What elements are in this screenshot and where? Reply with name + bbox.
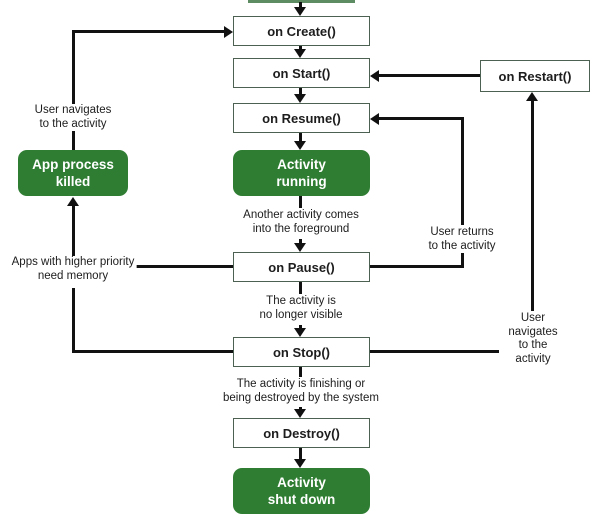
edge-start-resume-line	[299, 88, 302, 95]
edge-priority-killed-line	[72, 206, 75, 256]
node-on-destroy: on Destroy()	[233, 418, 370, 448]
arrowhead-into-pause	[294, 243, 306, 252]
node-activity-running: Activity running	[233, 150, 370, 196]
activity-launched-box-cropped	[248, 0, 355, 3]
edge-destroy-shutdown-line	[299, 448, 302, 460]
caption-activity-finishing: The activity is finishing or being destr…	[221, 378, 381, 405]
arrowhead-into-resume-right	[370, 112, 379, 125]
edge-pause-stop-line-bottom	[299, 325, 302, 329]
arrowhead-into-start	[294, 49, 306, 58]
node-activity-shut-down: Activity shut down	[233, 468, 370, 514]
caption-user-returns: User returns to the activity	[426, 226, 498, 253]
arrowhead-into-create	[294, 7, 306, 16]
arrowhead-into-create-left	[224, 25, 233, 38]
edge-killed-create-vline	[72, 30, 75, 104]
node-app-process-killed: App process killed	[18, 150, 128, 196]
edge-caption-to-killed-line	[72, 131, 75, 150]
caption-activity-no-longer-visible: The activity is no longer visible	[257, 295, 345, 322]
caption-user-navigates-right: User navigates to the activity	[499, 312, 567, 366]
edge-stop-destroy-line-top	[299, 367, 302, 377]
edge-create-start-line	[299, 46, 302, 51]
node-on-pause: on Pause()	[233, 252, 370, 282]
edge-restart-start-hline	[379, 74, 480, 77]
edge-pause-right-hline	[370, 265, 464, 268]
node-on-create: on Create()	[233, 16, 370, 46]
edge-stop-destroy-line-bottom	[299, 407, 302, 410]
arrowhead-into-resume	[294, 94, 306, 103]
edge-pause-stop-line-top	[299, 282, 302, 294]
edge-launch-create-line	[299, 2, 302, 8]
edge-running-pause-line-bottom	[299, 239, 302, 244]
edge-outer-vline-top	[531, 101, 534, 311]
caption-apps-higher-priority: Apps with higher priority need memory	[9, 256, 137, 283]
caption-user-navigates-left: User navigates to the activity	[32, 104, 114, 131]
node-on-restart: on Restart()	[480, 60, 590, 92]
arrowhead-into-start-right	[370, 69, 379, 82]
edge-stop-priority-vline	[72, 288, 75, 353]
edge-resume-running-line	[299, 133, 302, 142]
node-on-stop: on Stop()	[233, 337, 370, 367]
edge-stop-right-hline	[370, 350, 534, 353]
node-on-start: on Start()	[233, 58, 370, 88]
arrowhead-into-destroy	[294, 409, 306, 418]
edge-return-vline-bottom	[461, 252, 464, 268]
edge-killed-create-hline	[72, 30, 225, 33]
arrowhead-into-stop	[294, 328, 306, 337]
edge-running-pause-line-top	[299, 196, 302, 208]
arrowhead-into-running	[294, 141, 306, 150]
caption-another-activity-foreground: Another activity comes into the foregrou…	[241, 209, 361, 236]
arrowhead-into-restart	[526, 92, 538, 101]
arrowhead-into-shutdown	[294, 459, 306, 468]
edge-stop-left-hline	[72, 350, 233, 353]
edge-return-vline-top	[461, 117, 464, 225]
edge-pause-left-hline	[133, 265, 233, 268]
edge-return-resume-hline	[379, 117, 464, 120]
node-on-resume: on Resume()	[233, 103, 370, 133]
arrowhead-into-killed	[67, 197, 79, 206]
